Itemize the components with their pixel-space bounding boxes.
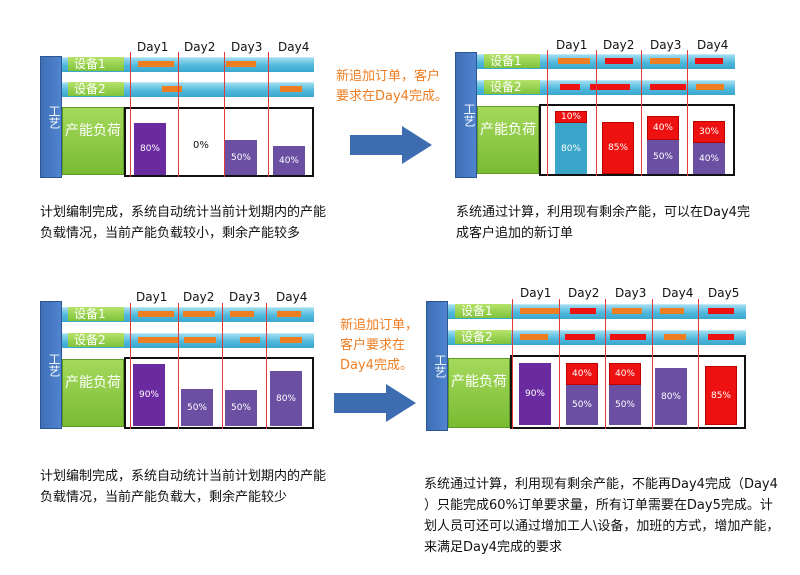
- new-order-segment: [605, 58, 633, 64]
- schedule-segment: [612, 308, 642, 314]
- load-label: 产能负荷: [448, 358, 510, 428]
- day-header: Day1: [556, 38, 588, 52]
- load-column: 50%: [609, 385, 641, 425]
- caption-bottom-left: 计划编制完成，系统自动统计当前计划期内的产能 负载情况，当前产能负载大，剩余产能…: [40, 469, 327, 505]
- schedule-segment: [558, 58, 590, 64]
- day-header: Day3: [231, 40, 263, 54]
- new-order-segment: [708, 334, 734, 340]
- added-load-column: 30%: [693, 121, 725, 143]
- schedule-segment: [650, 58, 680, 64]
- load-column: 50%: [566, 385, 598, 425]
- schedule-segment: [660, 308, 684, 314]
- load-column: 40%: [693, 143, 725, 174]
- process-label: 工艺: [455, 52, 477, 178]
- new-order-segment: [650, 84, 686, 90]
- day-header: Day1: [520, 286, 552, 300]
- schedule-segment: [230, 311, 254, 317]
- load-value: 0%: [193, 140, 209, 151]
- day-header: Day2: [603, 38, 635, 52]
- schedule-segment: [240, 337, 260, 343]
- equipment-1-label: 设备1: [484, 54, 540, 68]
- day-header: Day3: [615, 286, 647, 300]
- schedule-segment: [280, 86, 302, 92]
- day-header: Day4: [278, 40, 310, 54]
- schedule-segment: [280, 337, 302, 343]
- load-column: 90%: [133, 364, 165, 426]
- equipment-2-label: 设备2: [484, 80, 540, 94]
- caption-top-left: 计划编制完成，系统自动统计当前计划期内的产能 负载情况，当前产能负载较小，剩余产…: [40, 205, 327, 241]
- schedule-segment: [520, 334, 548, 340]
- equipment-1-bar: [62, 57, 314, 72]
- new-order-note: 新追加订单， 客户要求在 Day4完成。: [340, 318, 419, 373]
- day-header: Day1: [137, 40, 169, 54]
- load-column: 80%: [270, 371, 302, 426]
- schedule-segment: [277, 311, 301, 317]
- load-column: 50%: [181, 389, 213, 426]
- equipment-2-bar: [448, 330, 746, 345]
- equipment-2-label: 设备2: [455, 330, 511, 344]
- load-column: 80%: [134, 123, 166, 175]
- schedule-segment: [226, 61, 256, 67]
- new-order-segment: [708, 308, 734, 314]
- equipment-2-label: 设备2: [68, 82, 124, 96]
- new-order-segment: [565, 334, 595, 340]
- right-arrow-icon: [350, 126, 432, 164]
- new-order-segment: [590, 84, 630, 90]
- day-header: Day5: [708, 286, 740, 300]
- load-label: 产能负荷: [477, 106, 539, 174]
- load-column: 40%: [273, 146, 305, 175]
- equipment-1-label: 设备1: [68, 307, 124, 321]
- equipment-2-bar: [62, 82, 314, 97]
- new-order-segment: [610, 334, 646, 340]
- added-load-column: 40%: [609, 363, 641, 385]
- caption-top-right: 系统通过计算，利用现有剩余产能，可以在Day4完 成客户追加的新订单: [456, 205, 750, 241]
- schedule-segment: [162, 86, 182, 92]
- equipment-1-label: 设备1: [68, 57, 124, 71]
- load-column: 90%: [519, 363, 551, 425]
- day-header: Day3: [229, 290, 261, 304]
- new-order-note: 新追加订单，客户 要求在Day4完成。: [336, 69, 448, 104]
- load-label: 产能负荷: [62, 359, 124, 427]
- process-label: 工艺: [426, 301, 448, 431]
- schedule-segment: [138, 61, 174, 67]
- day-header: Day3: [650, 38, 682, 52]
- new-order-segment: [570, 308, 596, 314]
- schedule-segment: [664, 334, 686, 340]
- schedule-segment: [138, 337, 178, 343]
- day-header: Day2: [568, 286, 600, 300]
- process-label: 工艺: [40, 301, 62, 429]
- schedule-segment: [520, 308, 560, 314]
- caption-bottom-right: 系统通过计算，利用现有剩余产能，不能再Day4完成（Day4 ）只能完成60%订…: [424, 477, 780, 555]
- day-header: Day4: [697, 38, 729, 52]
- schedule-segment: [696, 84, 724, 90]
- equipment-1-bar: [448, 304, 746, 319]
- load-column: 80%: [655, 368, 687, 425]
- load-column: 50%: [647, 140, 679, 174]
- new-order-segment: [695, 58, 723, 64]
- right-arrow-icon: [334, 384, 416, 422]
- added-load-column: 40%: [647, 116, 679, 140]
- load-label: 产能负荷: [62, 107, 124, 175]
- day-header: Day4: [276, 290, 308, 304]
- load-column: 85%: [705, 366, 737, 425]
- added-load-column: 40%: [566, 363, 598, 385]
- load-column: 50%: [225, 390, 257, 426]
- equipment-2-label: 设备2: [68, 333, 124, 347]
- load-column: 85%: [602, 122, 634, 174]
- schedule-segment: [183, 311, 215, 317]
- load-column: 50%: [225, 140, 257, 175]
- added-load-column: 10%: [555, 111, 587, 123]
- day-header: Day2: [183, 290, 215, 304]
- day-header: Day2: [184, 40, 216, 54]
- schedule-segment: [138, 311, 174, 317]
- day-header: Day4: [662, 286, 694, 300]
- schedule-segment: [184, 337, 216, 343]
- new-order-segment: [560, 84, 580, 90]
- load-column: 80%: [555, 123, 587, 174]
- day-header: Day1: [136, 290, 168, 304]
- equipment-1-label: 设备1: [455, 304, 511, 318]
- process-label: 工艺: [40, 56, 62, 178]
